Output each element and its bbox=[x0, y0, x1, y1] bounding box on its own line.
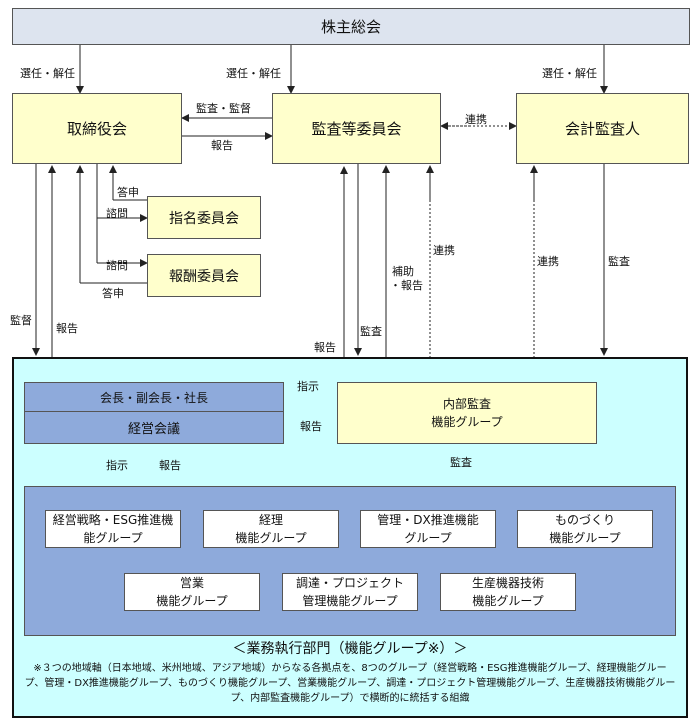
label-consult-remuneration: 答申 bbox=[102, 287, 124, 300]
chairman-president-box: 会長・副会長・社長 bbox=[24, 382, 284, 412]
label-collab-accounting-internal: 連携 bbox=[537, 255, 559, 268]
board-of-directors-label: 取締役会 bbox=[66, 120, 127, 138]
group-label-line1: 調達・プロジェクト bbox=[295, 576, 404, 590]
group-label-line2: 機能グループ bbox=[549, 531, 621, 545]
internal-audit-label-line2: 機能グループ bbox=[431, 415, 503, 429]
label-report-to-committee: 報告 bbox=[314, 341, 336, 354]
group-label-line1: 管理・DX推進機能 bbox=[377, 513, 479, 527]
function-group-admin-dx: 管理・DX推進機能 グループ bbox=[360, 510, 496, 548]
label-internal-audit: 監査 bbox=[450, 456, 472, 469]
remuneration-committee-label: 報酬委員会 bbox=[169, 268, 239, 285]
internal-audit-label-line1: 内部監査 bbox=[442, 397, 491, 411]
nomination-committee-label: 指名委員会 bbox=[169, 210, 239, 227]
label-assist-line2: ・報告 bbox=[390, 279, 423, 292]
label-collab-audit-internal: 連携 bbox=[433, 244, 455, 257]
shareholders-meeting-box: 株主総会 bbox=[12, 8, 690, 45]
function-group-sales: 営業 機能グループ bbox=[124, 573, 260, 611]
label-audit-supervise: 監査・監督 bbox=[196, 102, 251, 115]
division-footnote: ※３つの地域軸（日本地域、米州地域、アジア地域）からなる各拠点を、8つのグループ… bbox=[24, 663, 676, 704]
label-report-from-internal-audit: 報告 bbox=[300, 420, 322, 433]
label-instruct-internal-audit: 指示 bbox=[297, 380, 319, 393]
label-elect-board: 選任・解任 bbox=[20, 67, 75, 80]
board-of-directors-box: 取締役会 bbox=[12, 93, 182, 164]
group-label-line1: 経営戦略・ESG推進機 bbox=[52, 513, 174, 527]
shareholders-meeting-label: 株主総会 bbox=[320, 18, 381, 36]
function-group-manufacturing: ものづくり 機能グループ bbox=[517, 510, 653, 548]
nomination-committee-box: 指名委員会 bbox=[147, 196, 261, 239]
group-label-line2: 能グループ bbox=[83, 531, 143, 545]
group-label-line2: 機能グループ bbox=[235, 531, 307, 545]
group-label-line1: 生産機器技術 bbox=[471, 576, 544, 590]
label-report-to-board-left: 報告 bbox=[56, 322, 78, 335]
management-meeting-label: 経営会議 bbox=[127, 422, 180, 437]
accounting-auditor-label: 会計監査人 bbox=[564, 120, 640, 138]
group-label-line1: ものづくり bbox=[554, 513, 615, 527]
remuneration-committee-box: 報酬委員会 bbox=[147, 254, 261, 297]
management-meeting-box: 経営会議 bbox=[24, 411, 284, 444]
group-label-line2: 管理機能グループ bbox=[302, 594, 398, 608]
group-label-line2: グループ bbox=[404, 531, 452, 545]
label-supervise: 監督 bbox=[10, 314, 32, 327]
function-group-accounting: 経理 機能グループ bbox=[203, 510, 339, 548]
label-audit-by-committee: 監査 bbox=[360, 325, 382, 338]
label-report-to-board: 報告 bbox=[211, 139, 233, 152]
group-label-line1: 経理 bbox=[258, 513, 283, 527]
label-audit-by-accounting-auditor: 監査 bbox=[608, 255, 630, 268]
label-consult-nomination: 答申 bbox=[117, 186, 139, 199]
label-assist-line1: 補助 bbox=[392, 265, 414, 278]
label-elect-accounting-auditor: 選任・解任 bbox=[542, 67, 597, 80]
audit-committee-box: 監査等委員会 bbox=[272, 93, 441, 164]
accounting-auditor-box: 会計監査人 bbox=[516, 93, 689, 164]
label-elect-audit-committee: 選任・解任 bbox=[226, 67, 281, 80]
internal-audit-group-box: 内部監査 機能グループ bbox=[337, 382, 597, 444]
function-group-production-equipment: 生産機器技術 機能グループ bbox=[440, 573, 576, 611]
audit-committee-label: 監査等委員会 bbox=[311, 120, 402, 138]
label-inquiry-remuneration: 諮問 bbox=[106, 259, 128, 272]
group-label-line2: 機能グループ bbox=[472, 594, 544, 608]
function-group-procurement-project: 調達・プロジェクト 管理機能グループ bbox=[282, 573, 418, 611]
label-instruct-groups: 指示 bbox=[106, 459, 128, 472]
group-label-line2: 機能グループ bbox=[156, 594, 228, 608]
label-report-from-groups: 報告 bbox=[159, 459, 181, 472]
label-inquiry-nomination: 諮問 bbox=[106, 207, 128, 220]
group-label-line1: 営業 bbox=[179, 576, 204, 590]
chairman-president-label: 会長・副会長・社長 bbox=[99, 390, 208, 405]
division-title: ＜業務執行部門（機能グループ※）＞ bbox=[232, 641, 468, 657]
function-group-strategy-esg: 経営戦略・ESG推進機 能グループ bbox=[45, 510, 181, 548]
function-groups-area bbox=[24, 486, 676, 636]
label-collab-accounting: 連携 bbox=[465, 113, 487, 126]
